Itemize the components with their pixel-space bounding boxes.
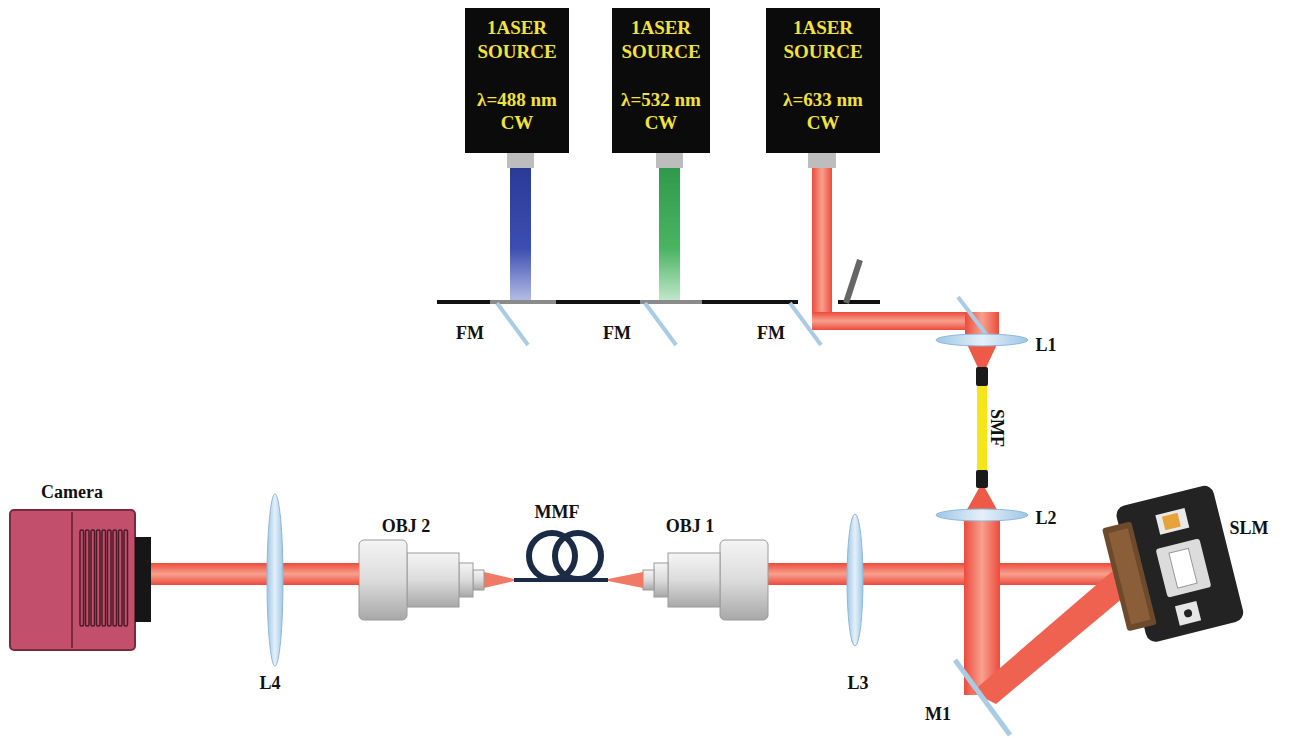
lens-label: L3 (847, 673, 868, 694)
mirror-label: M1 (925, 704, 951, 725)
mirror-label: FM (456, 323, 484, 344)
slm-label: SLM (1229, 518, 1268, 539)
objective-label: OBJ 2 (382, 516, 431, 537)
camera-fin (102, 530, 106, 626)
lens-label: L1 (1035, 335, 1056, 356)
camera-fin (91, 530, 95, 626)
mirror-label: FM (603, 323, 631, 344)
fiber-label: SMF (986, 409, 1007, 447)
laser-name: 1ASER SOURCE (770, 16, 876, 64)
camera-fin (124, 530, 128, 626)
camera-fin (97, 530, 101, 626)
camera-fin (80, 530, 84, 626)
laser-wavelength: λ=532 nm CW (616, 88, 706, 136)
camera-fin (113, 530, 117, 626)
camera-fin (119, 530, 123, 626)
laser-wavelength: λ=633 nm CW (770, 88, 876, 136)
camera-fin (86, 530, 90, 626)
laser-source-box: 1ASER SOURCE λ=633 nm CW (766, 8, 880, 153)
laser-name: 1ASER SOURCE (616, 16, 706, 64)
fiber-label: MMF (535, 502, 580, 523)
laser-name: 1ASER SOURCE (469, 16, 565, 64)
camera-label: Camera (41, 482, 103, 503)
lens-label: L2 (1035, 508, 1056, 529)
objective-label: OBJ 1 (666, 516, 715, 537)
lens-label: L4 (259, 673, 280, 694)
laser-source-box: 1ASER SOURCE λ=488 nm CW (465, 8, 569, 153)
laser-source-box: 1ASER SOURCE λ=532 nm CW (612, 8, 710, 153)
laser-wavelength: λ=488 nm CW (469, 88, 565, 136)
mirror-label: FM (757, 323, 785, 344)
camera-fin (108, 530, 112, 626)
